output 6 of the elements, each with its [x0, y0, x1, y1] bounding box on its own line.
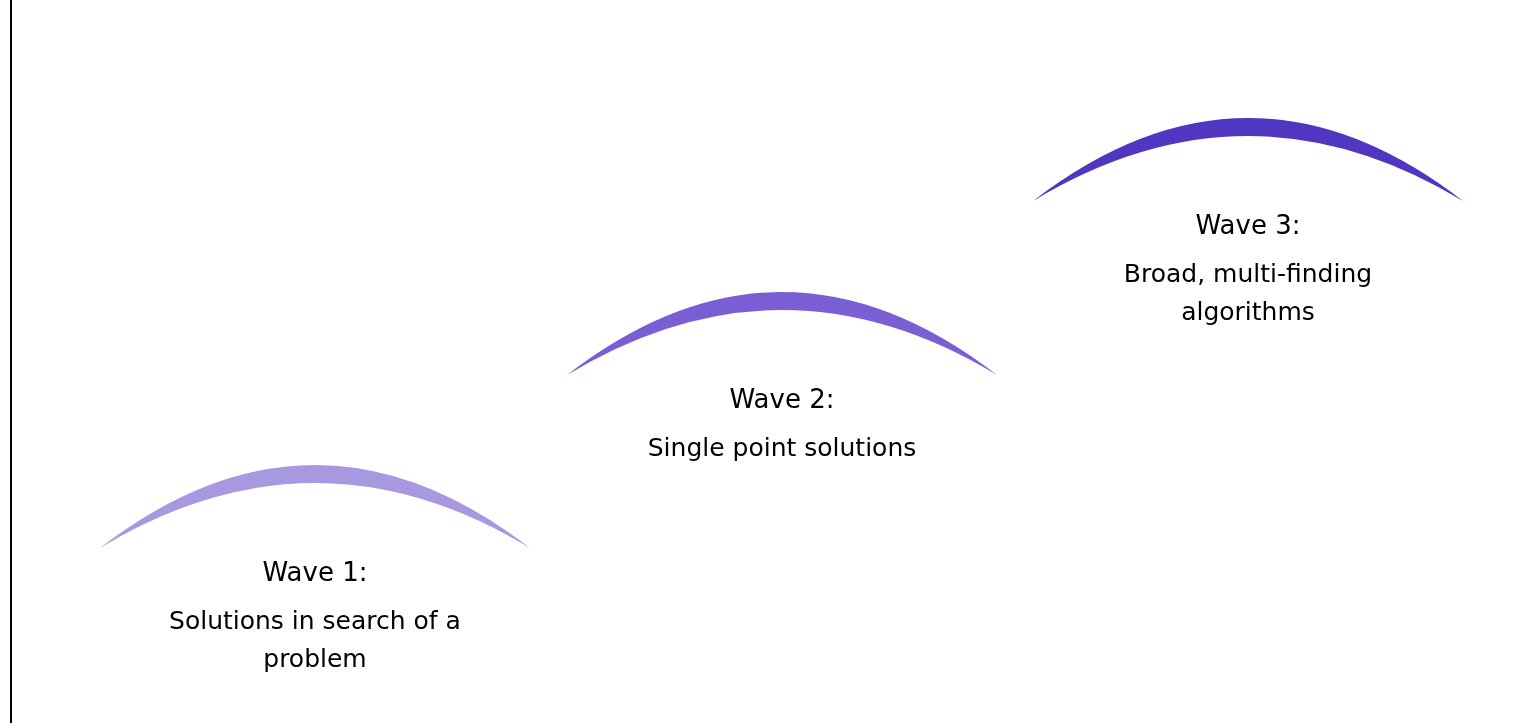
wave-title: Wave 3: [1194, 209, 1302, 242]
wave-title: Wave 2: [728, 383, 836, 416]
wave-title: Wave 1: [261, 556, 369, 589]
wave-description: Solutions in search of a problem [168, 605, 462, 675]
wave-description: Broad, multi-finding algorithms [1122, 258, 1374, 328]
wave-description: Single point solutions [646, 432, 918, 464]
